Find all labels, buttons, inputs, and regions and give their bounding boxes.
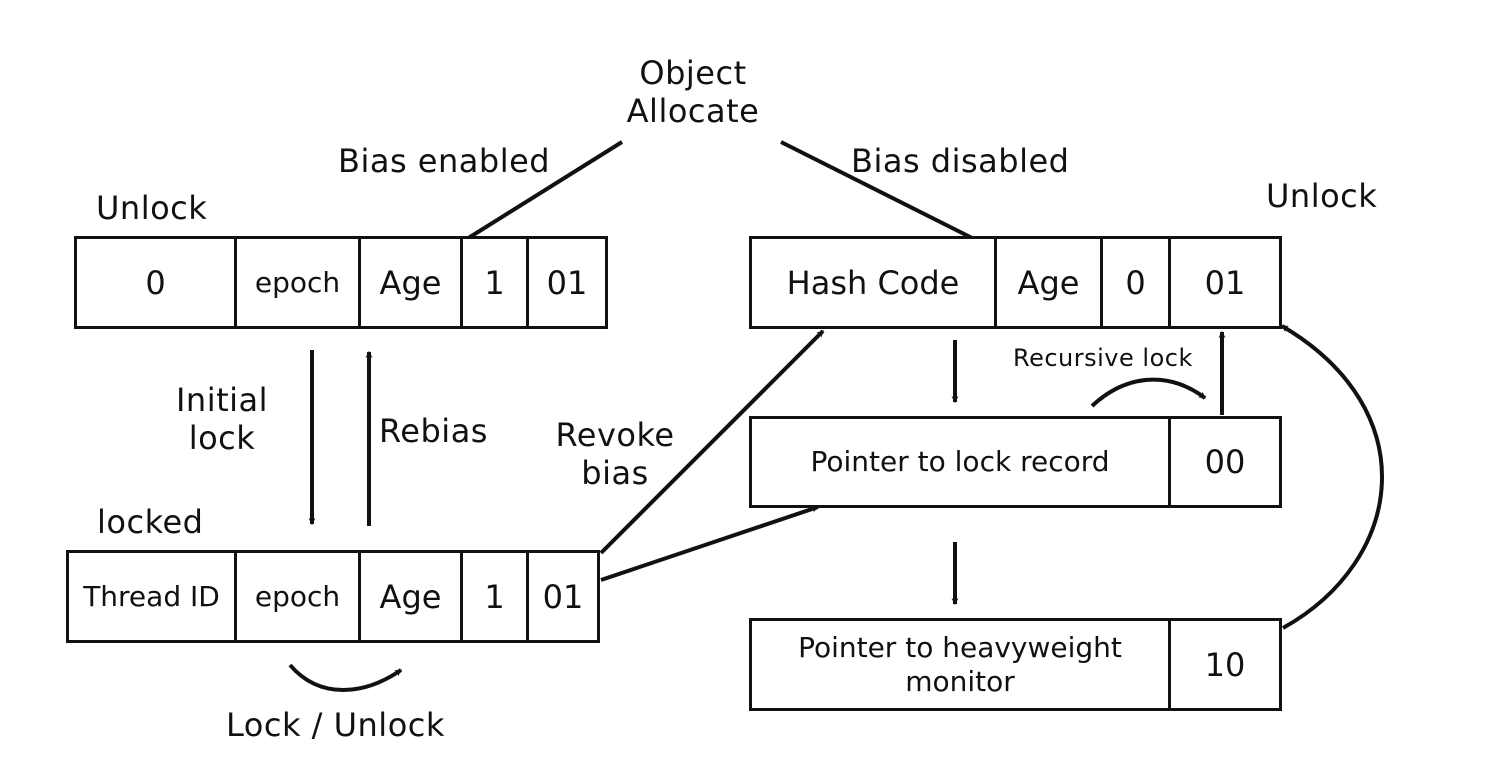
label-initial-lock: Initial lock bbox=[160, 381, 284, 457]
field-lock-bits: 01 bbox=[1204, 263, 1246, 302]
field-epoch: epoch bbox=[237, 553, 361, 640]
label-revoke-bias: Revoke bias bbox=[540, 416, 690, 492]
field-lock-bits: 01 bbox=[546, 263, 588, 302]
field-zero: 0 bbox=[77, 239, 237, 326]
title-normal-unlock: Unlock bbox=[1266, 177, 1378, 215]
field-monitor-pointer: Pointer to heavyweight monitor bbox=[752, 621, 1171, 708]
arrow-bias-enabled bbox=[460, 140, 624, 244]
field-hash-code: Hash Code bbox=[752, 239, 997, 326]
start-node: Object Allocate bbox=[603, 54, 783, 130]
label-revoke-bias-line-2: bias bbox=[581, 454, 649, 492]
arrow-lock-unlock-loop bbox=[288, 663, 403, 692]
label-bias-disabled: Bias disabled bbox=[851, 142, 1070, 180]
field-biased-bit: 1 bbox=[463, 239, 529, 326]
field-lock-bits: 00 bbox=[1204, 443, 1246, 481]
mark-word-heavyweight-lock: Pointer to heavyweight monitor 10 bbox=[749, 618, 1282, 711]
field-lock-bits: 10 bbox=[1204, 645, 1246, 684]
field-biased-bit: 1 bbox=[463, 553, 529, 640]
mark-word-normal-unlock: Hash Code Age 0 01 bbox=[749, 236, 1282, 329]
label-recursive-lock: Recursive lock bbox=[1013, 344, 1193, 372]
label-initial-lock-line-2: lock bbox=[188, 419, 256, 457]
arrow-bias-disabled bbox=[780, 140, 992, 249]
field-age: Age bbox=[361, 239, 463, 326]
field-biased-bit: 0 bbox=[1103, 239, 1171, 326]
label-rebias: Rebias bbox=[379, 412, 488, 450]
arrow-revoke-to-normal-unlock bbox=[599, 329, 825, 555]
label-lock-unlock: Lock / Unlock bbox=[226, 706, 445, 744]
field-age: Age bbox=[361, 553, 463, 640]
label-bias-enabled: Bias enabled bbox=[338, 142, 551, 180]
arrow-revoke-to-lightweight bbox=[600, 505, 820, 582]
mark-word-biased-unlock: 0 epoch Age 1 01 bbox=[74, 236, 608, 329]
field-epoch: epoch bbox=[237, 239, 361, 326]
title-biased-locked: locked bbox=[97, 503, 204, 541]
arrow-recursive-lock bbox=[1090, 377, 1207, 408]
field-thread-id: Thread ID bbox=[69, 553, 237, 640]
start-line-2: Allocate bbox=[626, 92, 760, 130]
label-initial-lock-line-1: Initial bbox=[175, 381, 269, 419]
label-revoke-bias-line-1: Revoke bbox=[555, 416, 675, 454]
arrow-heavyweight-unlock bbox=[1280, 324, 1384, 630]
title-biased-unlock: Unlock bbox=[96, 189, 208, 227]
mark-word-lightweight-lock: Pointer to lock record 00 bbox=[749, 416, 1282, 508]
field-lock-record-pointer: Pointer to lock record bbox=[752, 419, 1171, 505]
field-lock-bits: 01 bbox=[542, 577, 584, 616]
mark-word-biased-locked: Thread ID epoch Age 1 01 bbox=[66, 550, 600, 643]
start-line-1: Object bbox=[639, 54, 747, 92]
field-age: Age bbox=[997, 239, 1103, 326]
